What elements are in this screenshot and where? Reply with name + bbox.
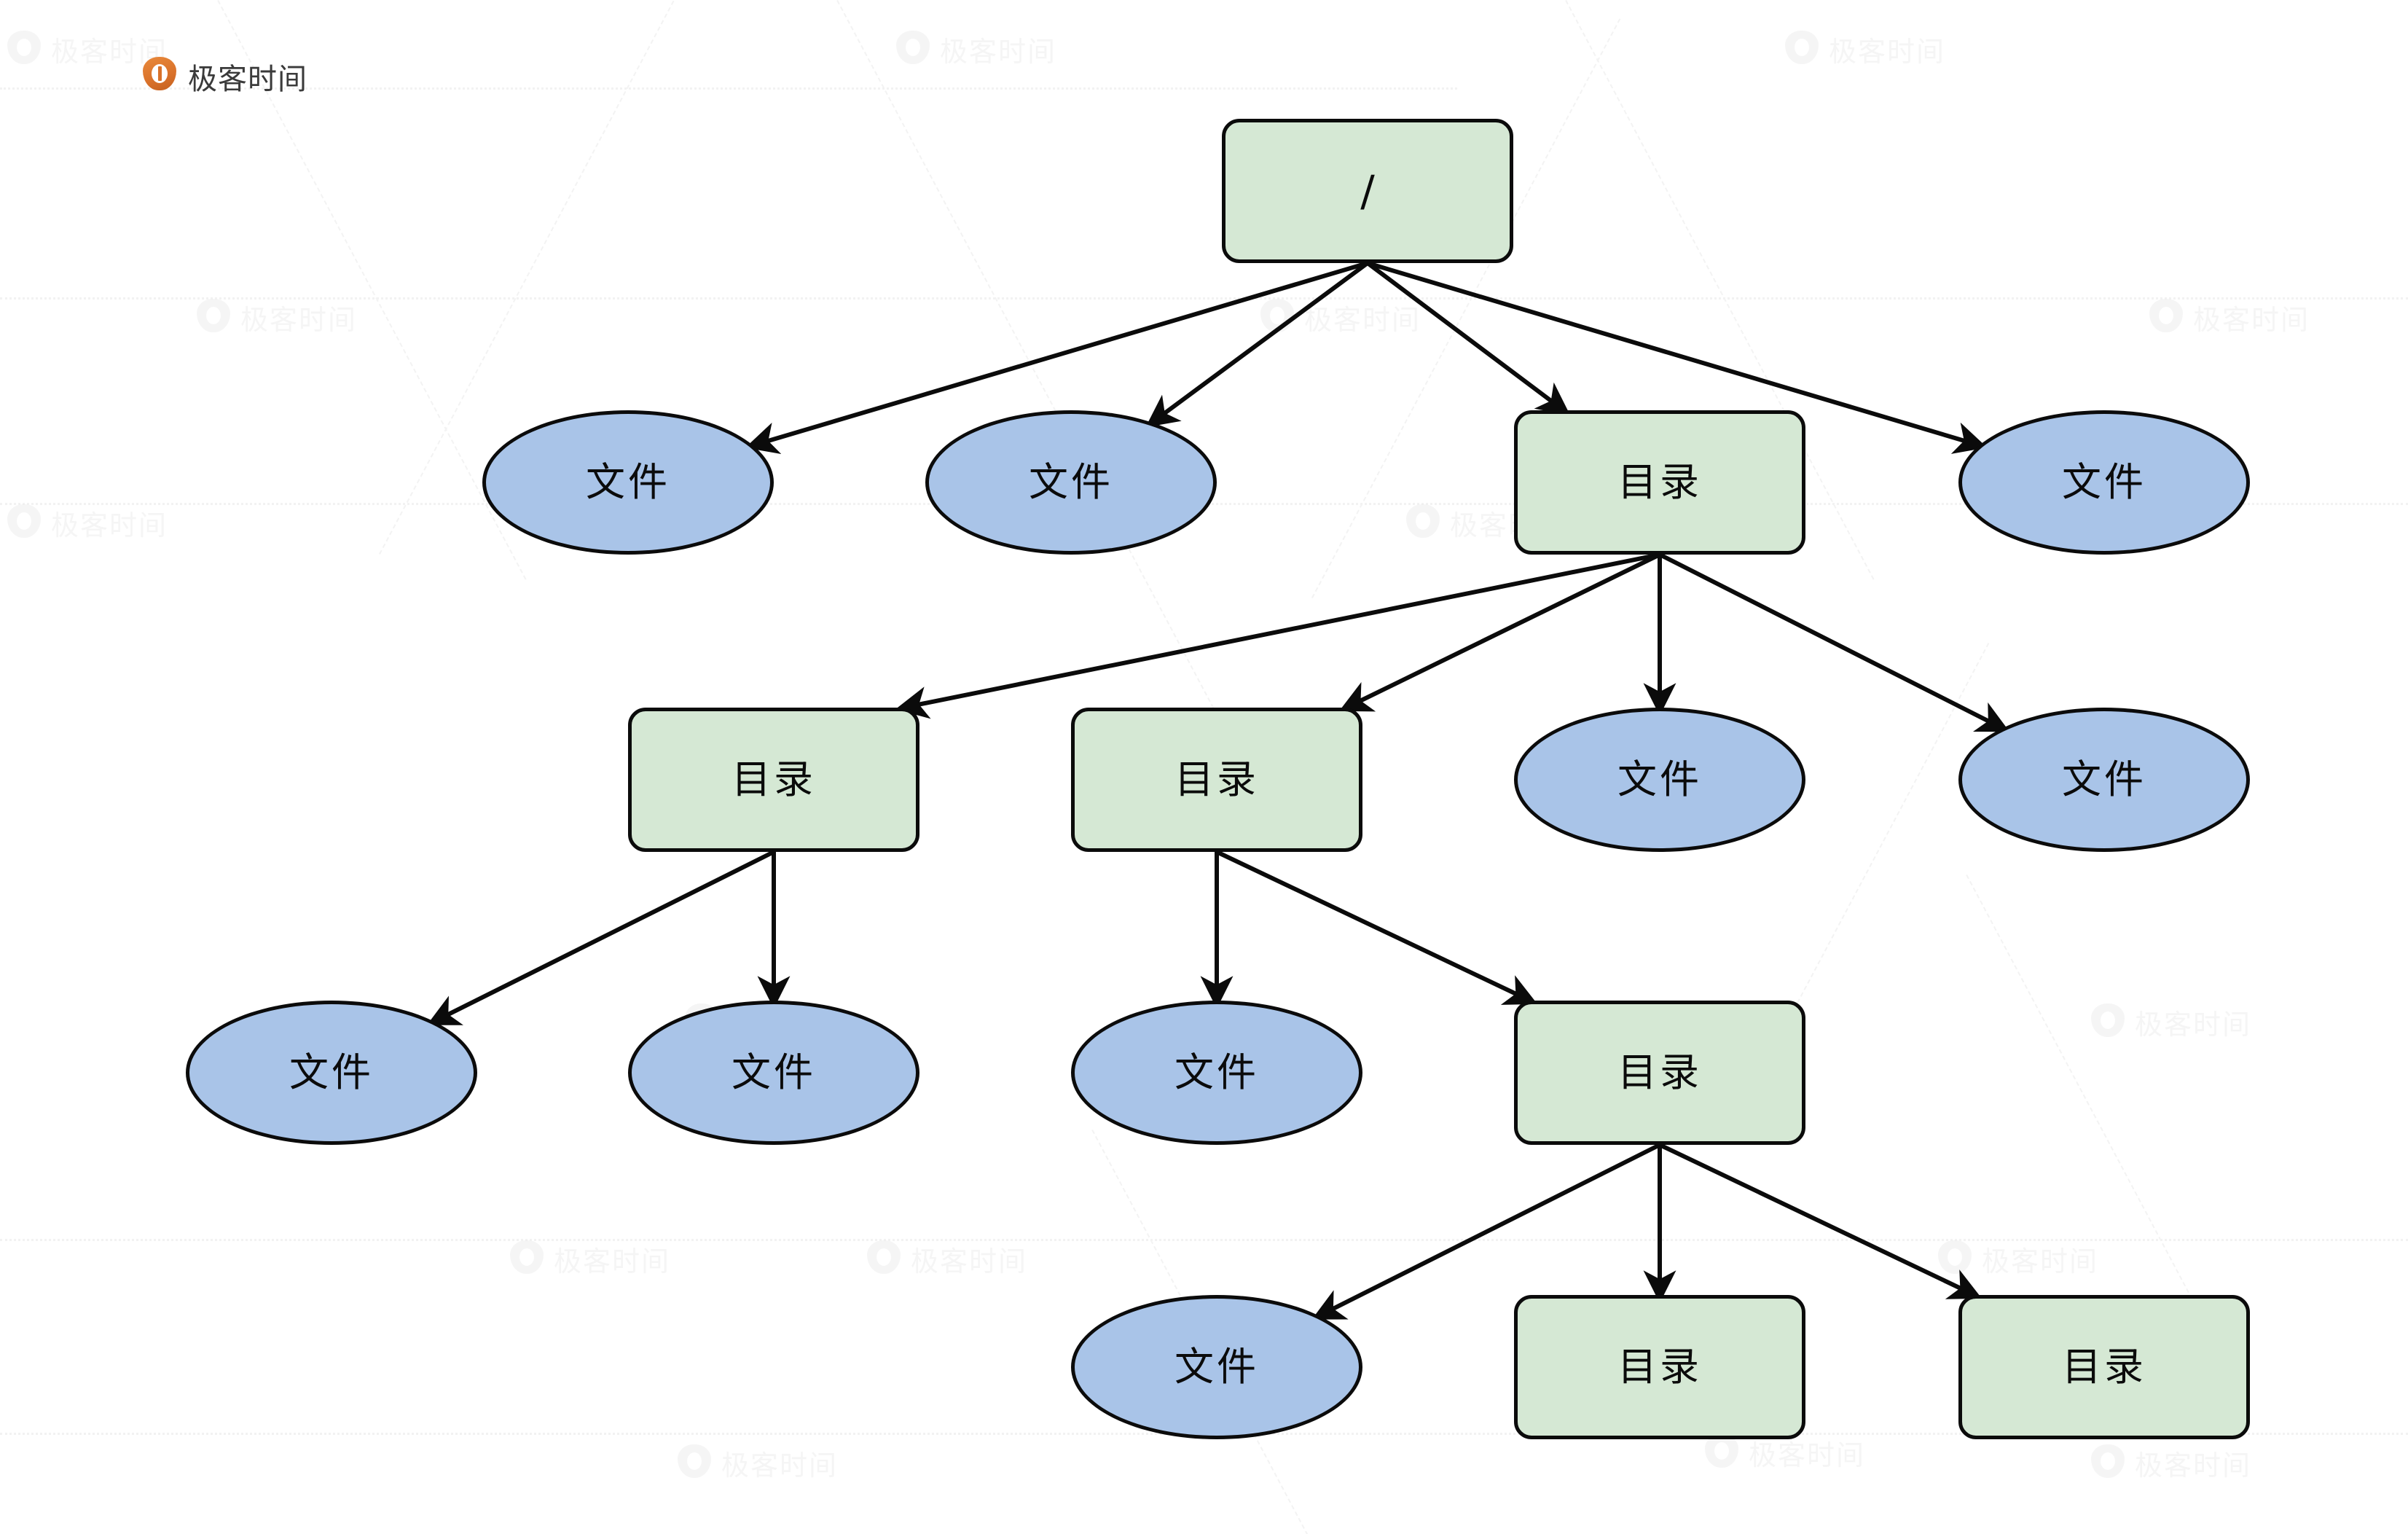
tree-node-label: 文件 bbox=[586, 459, 670, 505]
tree-node-label: 目录 bbox=[1617, 1049, 1702, 1095]
tree-node-label: 文件 bbox=[1029, 459, 1113, 505]
tree-node-label: 文件 bbox=[1617, 756, 1702, 802]
tree-node-directory[interactable]: 目录 bbox=[1958, 1295, 2250, 1439]
brand-name: 极客时间 bbox=[188, 63, 307, 96]
tree-edge bbox=[1215, 850, 1538, 1005]
tree-node-file[interactable]: 文件 bbox=[628, 1001, 919, 1145]
tree-node-root[interactable]: / bbox=[1222, 119, 1513, 263]
tree-node-file[interactable]: 文件 bbox=[1071, 1295, 1362, 1439]
tree-node-label: 文件 bbox=[2062, 459, 2146, 505]
tree-node-label: 目录 bbox=[2062, 1344, 2146, 1390]
tree-node-file[interactable]: 文件 bbox=[1958, 410, 2250, 555]
tree-node-label: / bbox=[1360, 166, 1375, 216]
tree-edge bbox=[1658, 1143, 1983, 1299]
tree-edge bbox=[1338, 552, 1661, 712]
tree-node-directory[interactable]: 目录 bbox=[1071, 708, 1362, 852]
tree-node-label: 文件 bbox=[289, 1049, 374, 1095]
tree-node-label: 文件 bbox=[2062, 756, 2146, 802]
geektime-logo: 极客时间 bbox=[143, 55, 307, 98]
tree-edge bbox=[745, 261, 1368, 455]
tree-edge bbox=[1145, 261, 1369, 428]
tree-node-file[interactable]: 文件 bbox=[1071, 1001, 1362, 1145]
tree-node-directory[interactable]: 目录 bbox=[628, 708, 919, 852]
tree-node-label: 文件 bbox=[1174, 1344, 1259, 1390]
tree-node-directory[interactable]: 目录 bbox=[1514, 1295, 1805, 1439]
tree-node-label: 文件 bbox=[732, 1049, 816, 1095]
tree-node-label: 目录 bbox=[732, 756, 816, 802]
tree-node-directory[interactable]: 目录 bbox=[1514, 1001, 1805, 1145]
tree-edge bbox=[1366, 261, 1571, 415]
tree-edge bbox=[1658, 552, 2010, 732]
tree-node-file[interactable]: 文件 bbox=[925, 410, 1217, 555]
tree-node-file[interactable]: 文件 bbox=[482, 410, 774, 555]
tree-node-file[interactable]: 文件 bbox=[1958, 708, 2250, 852]
tree-node-label: 目录 bbox=[1617, 459, 1702, 505]
tree-edge bbox=[1367, 261, 1988, 454]
tree-edge bbox=[426, 850, 775, 1025]
tree-edge bbox=[1311, 1143, 1661, 1320]
tree-edge bbox=[895, 552, 1660, 719]
tree-node-label: 文件 bbox=[1174, 1049, 1259, 1095]
geektime-pin-icon bbox=[143, 57, 176, 96]
tree-node-file[interactable]: 文件 bbox=[1514, 708, 1805, 852]
tree-node-file[interactable]: 文件 bbox=[186, 1001, 477, 1145]
tree-node-label: 目录 bbox=[1174, 756, 1259, 802]
tree-node-label: 目录 bbox=[1617, 1344, 1702, 1390]
tree-node-directory[interactable]: 目录 bbox=[1514, 410, 1805, 555]
